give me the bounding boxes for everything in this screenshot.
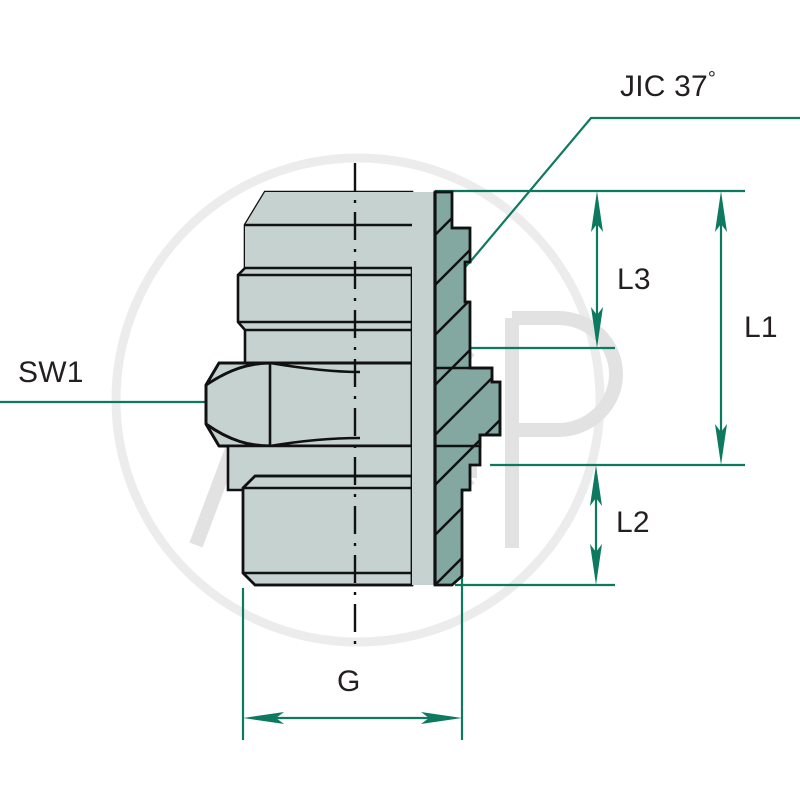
hex-nut-flat-arc-right [269, 361, 361, 374]
label-l2: L2 [616, 506, 650, 539]
hex-nut-right-outline [433, 366, 502, 448]
hex-nut-flat-arc-right-b [269, 436, 361, 448]
label-l3: L3 [617, 263, 651, 296]
dimension-arrow-l3 [591, 191, 603, 348]
thread-body-left [241, 474, 414, 587]
dimension-arrow-l2 [590, 465, 602, 585]
hex-nut-left [204, 361, 414, 448]
label-g: G [337, 665, 361, 698]
dimension-arrow-l1 [715, 191, 727, 465]
fitting-body-group [204, 163, 502, 645]
label-jic-37: JIC 37° [620, 69, 716, 103]
label-sw1: SW1 [18, 356, 84, 389]
label-jic-text: JIC 37 [620, 70, 708, 103]
jic-cone-chamfer [245, 192, 412, 268]
body-center-strip [412, 192, 435, 585]
degree-symbol: ° [707, 68, 717, 90]
hex-nut-chamfer-top [205, 361, 271, 387]
label-l1: L1 [744, 311, 778, 344]
dimension-arrow-g [243, 712, 462, 724]
jic-leader-line [431, 116, 800, 301]
